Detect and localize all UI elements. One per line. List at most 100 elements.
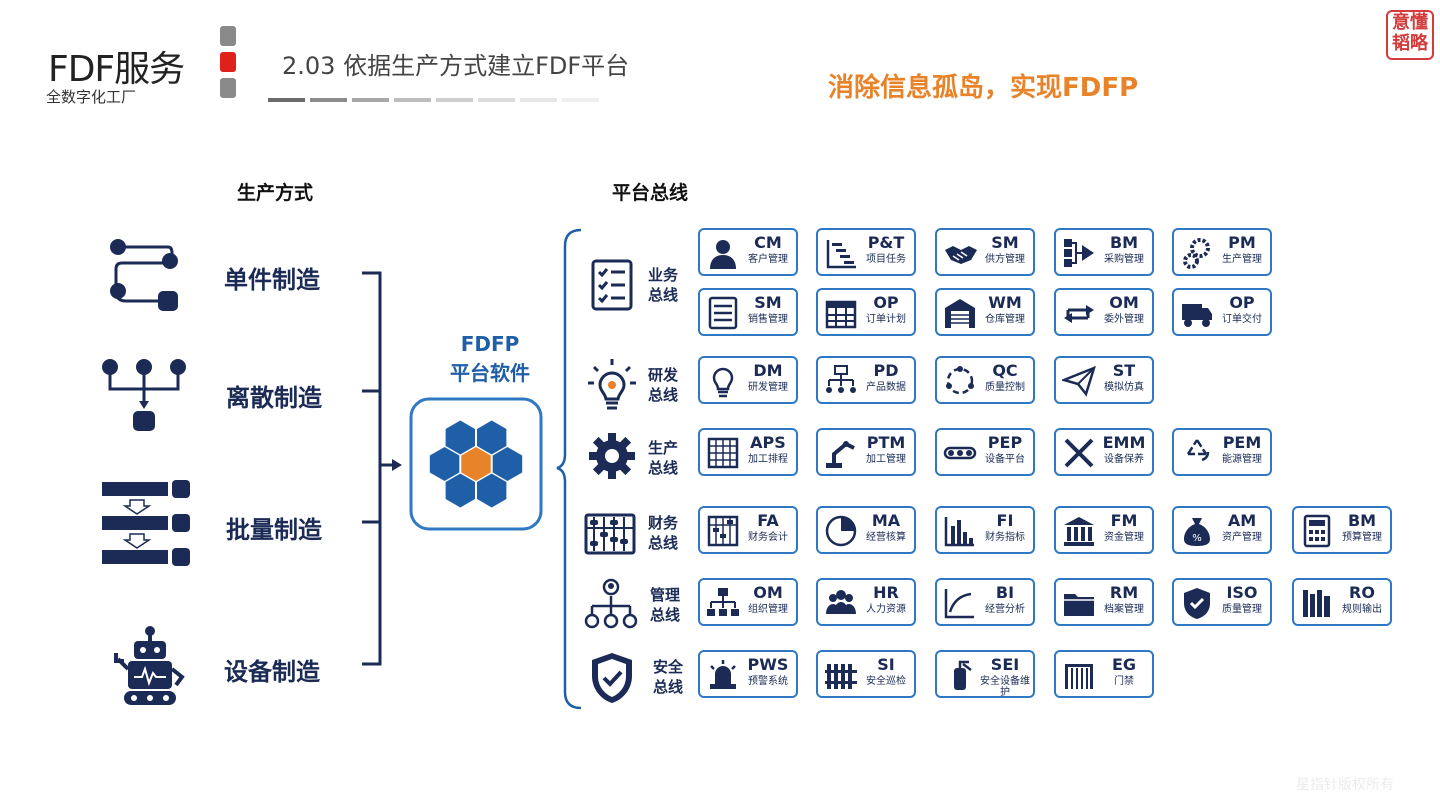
user-icon	[710, 240, 736, 269]
calculator-icon	[1303, 514, 1331, 548]
org-people-icon	[584, 578, 638, 629]
bus-label-security: 安全总线	[652, 658, 683, 696]
module-code: MA	[871, 511, 901, 530]
module-name: 研发管理	[748, 382, 788, 393]
module-name: 质量控制	[985, 382, 1025, 393]
module-name: 客户管理	[748, 254, 788, 265]
module-code: EG	[1111, 655, 1137, 674]
books-icon	[1303, 590, 1330, 617]
module-name: 项目任务	[866, 254, 906, 265]
pager-dot-active[interactable]	[220, 52, 236, 72]
fence-icon	[825, 664, 857, 689]
pager-dot-1[interactable]	[220, 26, 236, 46]
module-name: 订单交付	[1222, 314, 1262, 325]
brand-title: FDF服务	[48, 49, 185, 90]
progress-segment	[478, 98, 515, 102]
tree-icon	[826, 365, 856, 393]
people-icon	[826, 590, 856, 614]
module-code: APS	[750, 433, 786, 452]
module-code: RO	[1349, 583, 1375, 602]
bar-chart-icon	[944, 517, 974, 547]
progress-segment	[394, 98, 431, 102]
module-emm[interactable]: EMM 设备保养	[1054, 428, 1154, 476]
module-code: OM	[1109, 293, 1139, 312]
module-name: 门禁	[1114, 676, 1134, 687]
alarm-icon	[710, 660, 736, 689]
module-name: 生产管理	[1222, 254, 1262, 265]
module-name: 资金管理	[1104, 532, 1144, 543]
module-fm[interactable]: FM 资金管理	[1054, 506, 1154, 554]
truck-icon	[1182, 304, 1212, 327]
hexagon	[492, 447, 523, 481]
module-code: BM	[1347, 511, 1377, 530]
gears-icon	[1183, 238, 1210, 269]
robot-icon	[114, 626, 185, 705]
module-dm[interactable]: DM 研发管理	[698, 356, 798, 404]
hexagon-cluster-icon[interactable]	[409, 397, 543, 531]
gate-icon	[1065, 664, 1093, 689]
grid-table-icon	[707, 437, 739, 469]
module-name: 经营核算	[866, 532, 906, 543]
module-code: CM	[754, 233, 782, 252]
robot-arm-icon	[826, 441, 855, 468]
module-name: 设备保养	[1104, 454, 1144, 465]
module-code: FM	[1110, 511, 1138, 530]
progress-segment	[562, 98, 599, 102]
pie-icon	[825, 515, 857, 547]
headline: 消除信息孤岛，实现FDFP	[828, 73, 1139, 103]
bus-label-finance: 财务总线	[647, 514, 678, 552]
module-code: FI	[996, 511, 1014, 530]
module-ma[interactable]: MA 经营核算	[816, 506, 916, 554]
module-cm[interactable]: CM 客户管理	[698, 228, 798, 276]
bus-label-rnd: 研发总线	[647, 366, 678, 404]
module-pm[interactable]: PM 生产管理	[1172, 228, 1272, 276]
module-code: EMM	[1102, 433, 1146, 452]
copyright-footer: 星指针版权所有	[1296, 777, 1394, 793]
platform-label: FDFP 平台软件	[430, 330, 550, 388]
center-hexagon	[461, 447, 491, 481]
mode-discrete: 离散制造	[226, 384, 322, 412]
pager-dot-3[interactable]	[220, 78, 236, 98]
module-code: PM	[1228, 233, 1256, 252]
handshake-icon	[945, 246, 977, 264]
module-code: OP	[873, 293, 899, 312]
flow-arrow-icon	[1064, 239, 1094, 267]
module-eg[interactable]: EG 门禁	[1054, 650, 1154, 698]
module-code: SEI	[990, 655, 1020, 674]
svg-text:%: %	[1192, 533, 1202, 544]
module-name: 能源管理	[1222, 454, 1262, 465]
module-code: DM	[753, 361, 783, 380]
progress-segment	[352, 98, 389, 102]
hexagon	[445, 473, 475, 508]
conveyor-icon	[943, 446, 977, 460]
module-name: 设备平台	[985, 454, 1025, 465]
